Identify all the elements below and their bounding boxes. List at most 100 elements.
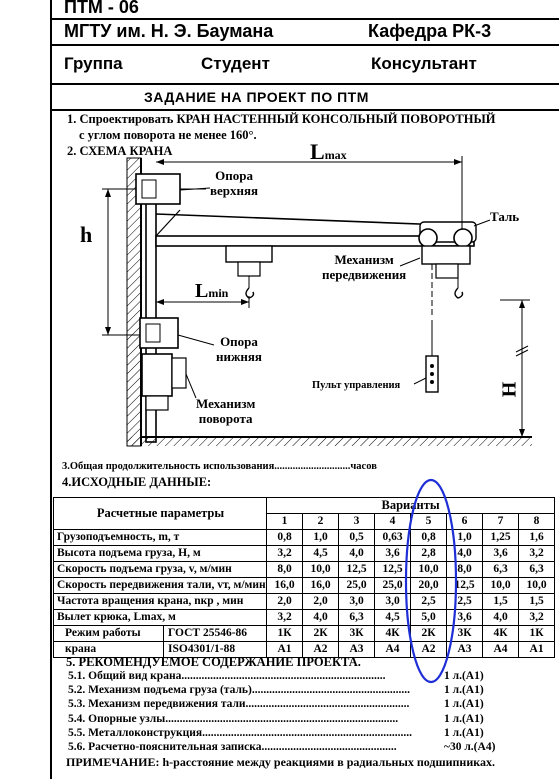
- param-header: Расчетные параметры: [53, 497, 267, 530]
- param-value: 12,5: [446, 577, 483, 594]
- task-item-1-angle: с углом поворота не менее 160°.: [79, 128, 257, 142]
- mode-value: 3К: [338, 625, 375, 642]
- param-value: 3,2: [517, 609, 556, 626]
- task-item-4: 4.ИСХОДНЫЕ ДАННЫЕ:: [62, 475, 212, 489]
- mode-value: 2К: [302, 625, 339, 642]
- mode-value: 2К: [410, 625, 447, 642]
- lmin-label: Lmin: [195, 280, 229, 302]
- param-value: 3,6: [446, 609, 483, 626]
- hoist-label: Таль: [490, 209, 520, 224]
- assignment-title: ЗАДАНИЕ НА ПРОЕКТ ПО ПТМ: [144, 89, 369, 105]
- mode-value: 3К: [446, 625, 483, 642]
- content-item: 5.3. Механизм передвижения тали.........…: [68, 698, 498, 713]
- content-item-value: 1 л.(А1): [444, 712, 484, 725]
- param-value: 25,0: [338, 577, 375, 594]
- mode-value: А1: [517, 641, 556, 658]
- control-panel-label: Пульт управления: [312, 380, 401, 391]
- task-item-1: 1. Спроектировать КРАН НАСТЕННЫЙ КОНСОЛЬ…: [67, 112, 496, 126]
- variant-number: 5: [410, 513, 447, 530]
- content-item: 5.6. Расчетно-пояснительная записка.....…: [68, 741, 498, 756]
- mode-value: 1К: [266, 625, 303, 642]
- param-value: 10,0: [482, 577, 519, 594]
- param-value: 2,0: [302, 593, 339, 610]
- h-label: h: [80, 222, 93, 247]
- mode-value: А1: [266, 641, 303, 658]
- param-value: 3,0: [374, 593, 411, 610]
- param-value: 1,5: [517, 593, 556, 610]
- param-label: Высота подъема груза, H, м: [53, 545, 267, 562]
- mode-value: 4К: [374, 625, 411, 642]
- param-value: 8,0: [446, 561, 483, 578]
- H-label: H: [498, 381, 521, 398]
- param-value: 8,0: [266, 561, 303, 578]
- hoist-lmin-icon: [225, 245, 273, 299]
- param-value: 0,8: [266, 529, 303, 546]
- content-title: 5. РЕКОМЕНДУЕМОЕ СОДЕРЖАНИЕ ПРОЕКТА.: [66, 655, 361, 669]
- param-value: 4,0: [302, 609, 339, 626]
- content-item-value: 1 л.(А1): [444, 684, 484, 697]
- param-value: 4,5: [374, 609, 411, 626]
- mode-value: 1К: [517, 625, 556, 642]
- task-item-3: 3.Общая продолжительность использования.…: [62, 461, 377, 472]
- content-item-label: 5.4. Опорные узлы.......................…: [68, 712, 399, 725]
- param-value: 1,5: [482, 593, 519, 610]
- param-value: 0,5: [338, 529, 375, 546]
- param-label: Частота вращения крана, nкр , мин: [53, 593, 267, 610]
- floor: [127, 437, 532, 446]
- parameters-table: Расчетные параметры Варианты 1 2 3 4 5 6…: [53, 497, 556, 658]
- param-value: 6,3: [517, 561, 556, 578]
- param-value: 12,5: [338, 561, 375, 578]
- mode-value: А4: [482, 641, 519, 658]
- param-value: 2,0: [266, 593, 303, 610]
- param-value: 2,5: [410, 593, 447, 610]
- boom-brace: [155, 213, 473, 227]
- param-value: 3,2: [266, 545, 303, 562]
- param-value: 3,0: [338, 593, 375, 610]
- param-label: Грузоподъемность, m, т: [53, 529, 267, 546]
- content-item-value: 1 л.(А1): [444, 726, 484, 739]
- variant-number: 1: [266, 513, 303, 530]
- param-value: 2,8: [410, 545, 447, 562]
- rotation-mechanism-icon: [141, 353, 197, 411]
- param-value: 4,0: [446, 545, 483, 562]
- variant-number: 8: [517, 513, 556, 530]
- param-label: Скорость передвижения тали, vт, м/мин: [53, 577, 267, 594]
- param-value: 16,0: [302, 577, 339, 594]
- content-item-label: 5.1. Общий вид крана....................…: [68, 670, 386, 682]
- header-divider-3: [50, 83, 559, 85]
- header-divider-1: [50, 18, 559, 20]
- mode-value: А2: [302, 641, 339, 658]
- param-value: 4,0: [338, 545, 375, 562]
- variant-number: 7: [482, 513, 519, 530]
- variant-number: 6: [446, 513, 483, 530]
- param-value: 25,0: [374, 577, 411, 594]
- param-value: 4,5: [302, 545, 339, 562]
- param-value: 16,0: [266, 577, 303, 594]
- header-divider-2: [50, 44, 559, 46]
- department-name: Кафедра РК-3: [368, 21, 492, 41]
- param-value: 3,6: [482, 545, 519, 562]
- param-value: 0,63: [374, 529, 411, 546]
- task-item-2: 2. СХЕМА КРАНА: [67, 144, 173, 158]
- hoist-lmax-icon: [418, 228, 473, 356]
- param-value: 1,0: [446, 529, 483, 546]
- variant-number: 4: [374, 513, 411, 530]
- content-item-label: 5.5. Металлоконструкция.................…: [68, 726, 412, 739]
- param-value: 12,5: [374, 561, 411, 578]
- param-value: 10,0: [302, 561, 339, 578]
- param-value: 1,0: [302, 529, 339, 546]
- content-item-value: ~30 л.(А4): [444, 741, 496, 753]
- note: ПРИМЕЧАНИЕ: h-расстояние между реакциями…: [66, 755, 495, 769]
- upper-support-icon: [135, 173, 181, 205]
- student-label: Студент: [201, 54, 270, 73]
- param-value: 20,0: [410, 577, 447, 594]
